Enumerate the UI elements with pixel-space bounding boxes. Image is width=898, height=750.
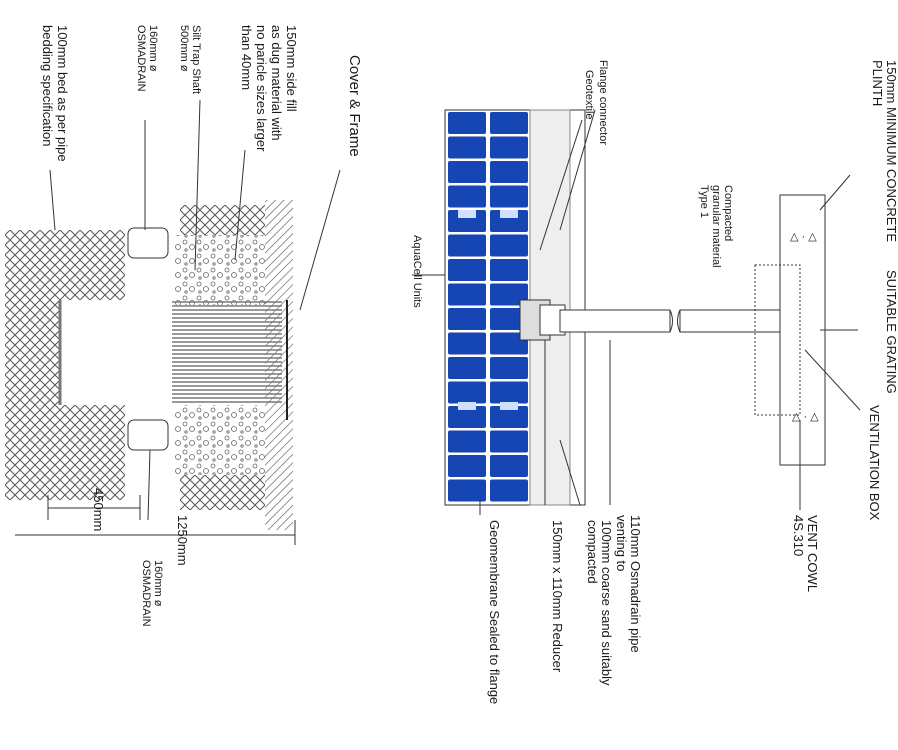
- earth-bottom: [180, 475, 265, 510]
- aquacell-unit: [448, 406, 486, 428]
- aquacell-unit: [448, 185, 486, 208]
- pipe-osmadrain-bottom: [127, 419, 169, 451]
- svg-text:△ · △: △ · △: [790, 231, 817, 243]
- label-vent-cowl-1: VENT COWL: [805, 515, 820, 592]
- label-ventilation-box: VENTILATION BOX: [867, 405, 882, 521]
- label-side-fill-1: 150mm side fill: [284, 25, 299, 112]
- concrete-plinth: [779, 194, 826, 466]
- aquacell-unit: [490, 381, 528, 404]
- geomembrane-outline: [444, 109, 586, 506]
- label-compacted-1: Compacted: [722, 185, 734, 241]
- aquacell-unit: [448, 161, 486, 183]
- vent-pipe-upper: [679, 309, 786, 333]
- vent-pipe-lower: [559, 309, 671, 333]
- aquacell-unit: [490, 357, 528, 379]
- label-silt-trap-2: 500mm ø: [178, 25, 190, 72]
- aquacell-unit: [490, 332, 528, 355]
- aquacell-unit: [448, 308, 486, 330]
- label-side-fill-4: than 40mm: [239, 25, 254, 90]
- aquacell-unit: [448, 259, 486, 281]
- aquacell-unit: [448, 357, 486, 379]
- vent-section: △ · △ △ · △: [754, 174, 861, 510]
- label-bed-1: 100mm bed as per pipe: [55, 25, 70, 162]
- aquacell-unit: [448, 234, 486, 257]
- aquacell-unit: [448, 112, 486, 134]
- aquacell-unit: [448, 381, 486, 404]
- label-dim-450: 450mm: [91, 488, 106, 531]
- aquacell-unit: [448, 455, 486, 477]
- label-compacted-3: Type 1: [698, 185, 710, 218]
- label-osmadrain-venting-1: 110mm Osmadrain pipe: [628, 515, 643, 653]
- label-geomembrane: Geomembrane Sealed to flange: [487, 520, 502, 704]
- pipe-bedding: [5, 230, 125, 500]
- label-plinth-2: PLINTH: [870, 60, 885, 106]
- aquacell-unit: [490, 185, 528, 208]
- aquacell-unit: [490, 283, 528, 306]
- label-flange-connector: Flange connector: [597, 60, 609, 145]
- aquacell-unit: [490, 406, 528, 428]
- label-geotextile: Geotextile: [583, 70, 595, 120]
- aquacell-unit: [490, 234, 528, 257]
- side-fill-bottom: [175, 405, 265, 475]
- aquacell-clip: [458, 210, 476, 218]
- label-osmadrain-top-2: OSMADRAIN: [135, 25, 147, 92]
- label-side-fill-2: as dug material with: [269, 25, 284, 141]
- aquacell-unit: [490, 136, 528, 159]
- label-aquacell: AquaCell Units: [411, 235, 423, 308]
- label-osmadrain-bottom-2: OSMADRAIN: [140, 560, 152, 627]
- aquacell-unit: [490, 479, 528, 502]
- label-cover-frame: Cover & Frame: [346, 55, 363, 157]
- label-compacted-2: granular material: [710, 185, 722, 268]
- label-osmadrain-venting-2: venting to: [614, 515, 629, 571]
- aquacell-unit: [448, 136, 486, 159]
- label-suitable-grating: SUITABLE GRATING: [884, 270, 898, 394]
- aquacell-unit: [490, 161, 528, 183]
- label-vent-cowl-2: 4S.310: [791, 515, 806, 556]
- aquacell-clip: [500, 402, 518, 410]
- earth-top: [180, 205, 265, 235]
- silt-trap-section: [5, 99, 341, 545]
- ventilation-box: [754, 264, 801, 416]
- aquacell-unit: [490, 430, 528, 453]
- aquacell-unit: [448, 332, 486, 355]
- aquacell-divider: [486, 112, 490, 504]
- svg-text:△ · △: △ · △: [792, 411, 819, 423]
- aquacell-unit: [490, 210, 528, 232]
- side-fill-top: [175, 235, 265, 305]
- label-plinth-1: 150mm MINIMUM CONCRETE: [884, 60, 898, 242]
- aquacell-unit: [490, 308, 528, 330]
- aquacell-units: [448, 112, 528, 504]
- label-coarse-sand-1: 100mm coarse sand suitably: [599, 520, 614, 686]
- aquacell-unit: [490, 259, 528, 281]
- silt-trap-shaft: [172, 300, 282, 405]
- aquacell-unit: [448, 430, 486, 453]
- aquacell-unit: [448, 479, 486, 502]
- label-side-fill-3: no paricle sizes larger: [254, 25, 269, 152]
- label-silt-trap-1: Silt Trap Shaft: [190, 25, 202, 94]
- aquacell-unit: [490, 112, 528, 134]
- aquacell-unit: [448, 283, 486, 306]
- aquacell-unit: [490, 455, 528, 477]
- shaft-base-interior: [60, 300, 170, 405]
- aquacell-clip: [458, 402, 476, 410]
- pipe-osmadrain-top: [127, 227, 169, 259]
- label-osmadrain-bottom-1: 160mm ø: [152, 560, 164, 607]
- label-osmadrain-top-1: 160mm ø: [147, 25, 159, 72]
- label-bed-2: bedding specification: [40, 25, 55, 146]
- aquacell-section: [412, 109, 795, 515]
- label-dim-1250: 1250mm: [175, 515, 190, 566]
- aquacell-unit: [448, 210, 486, 232]
- label-coarse-sand-2: compacted: [585, 520, 600, 584]
- label-reducer: 150mm x 110mm Reducer: [550, 520, 565, 673]
- aquacell-clip: [500, 210, 518, 218]
